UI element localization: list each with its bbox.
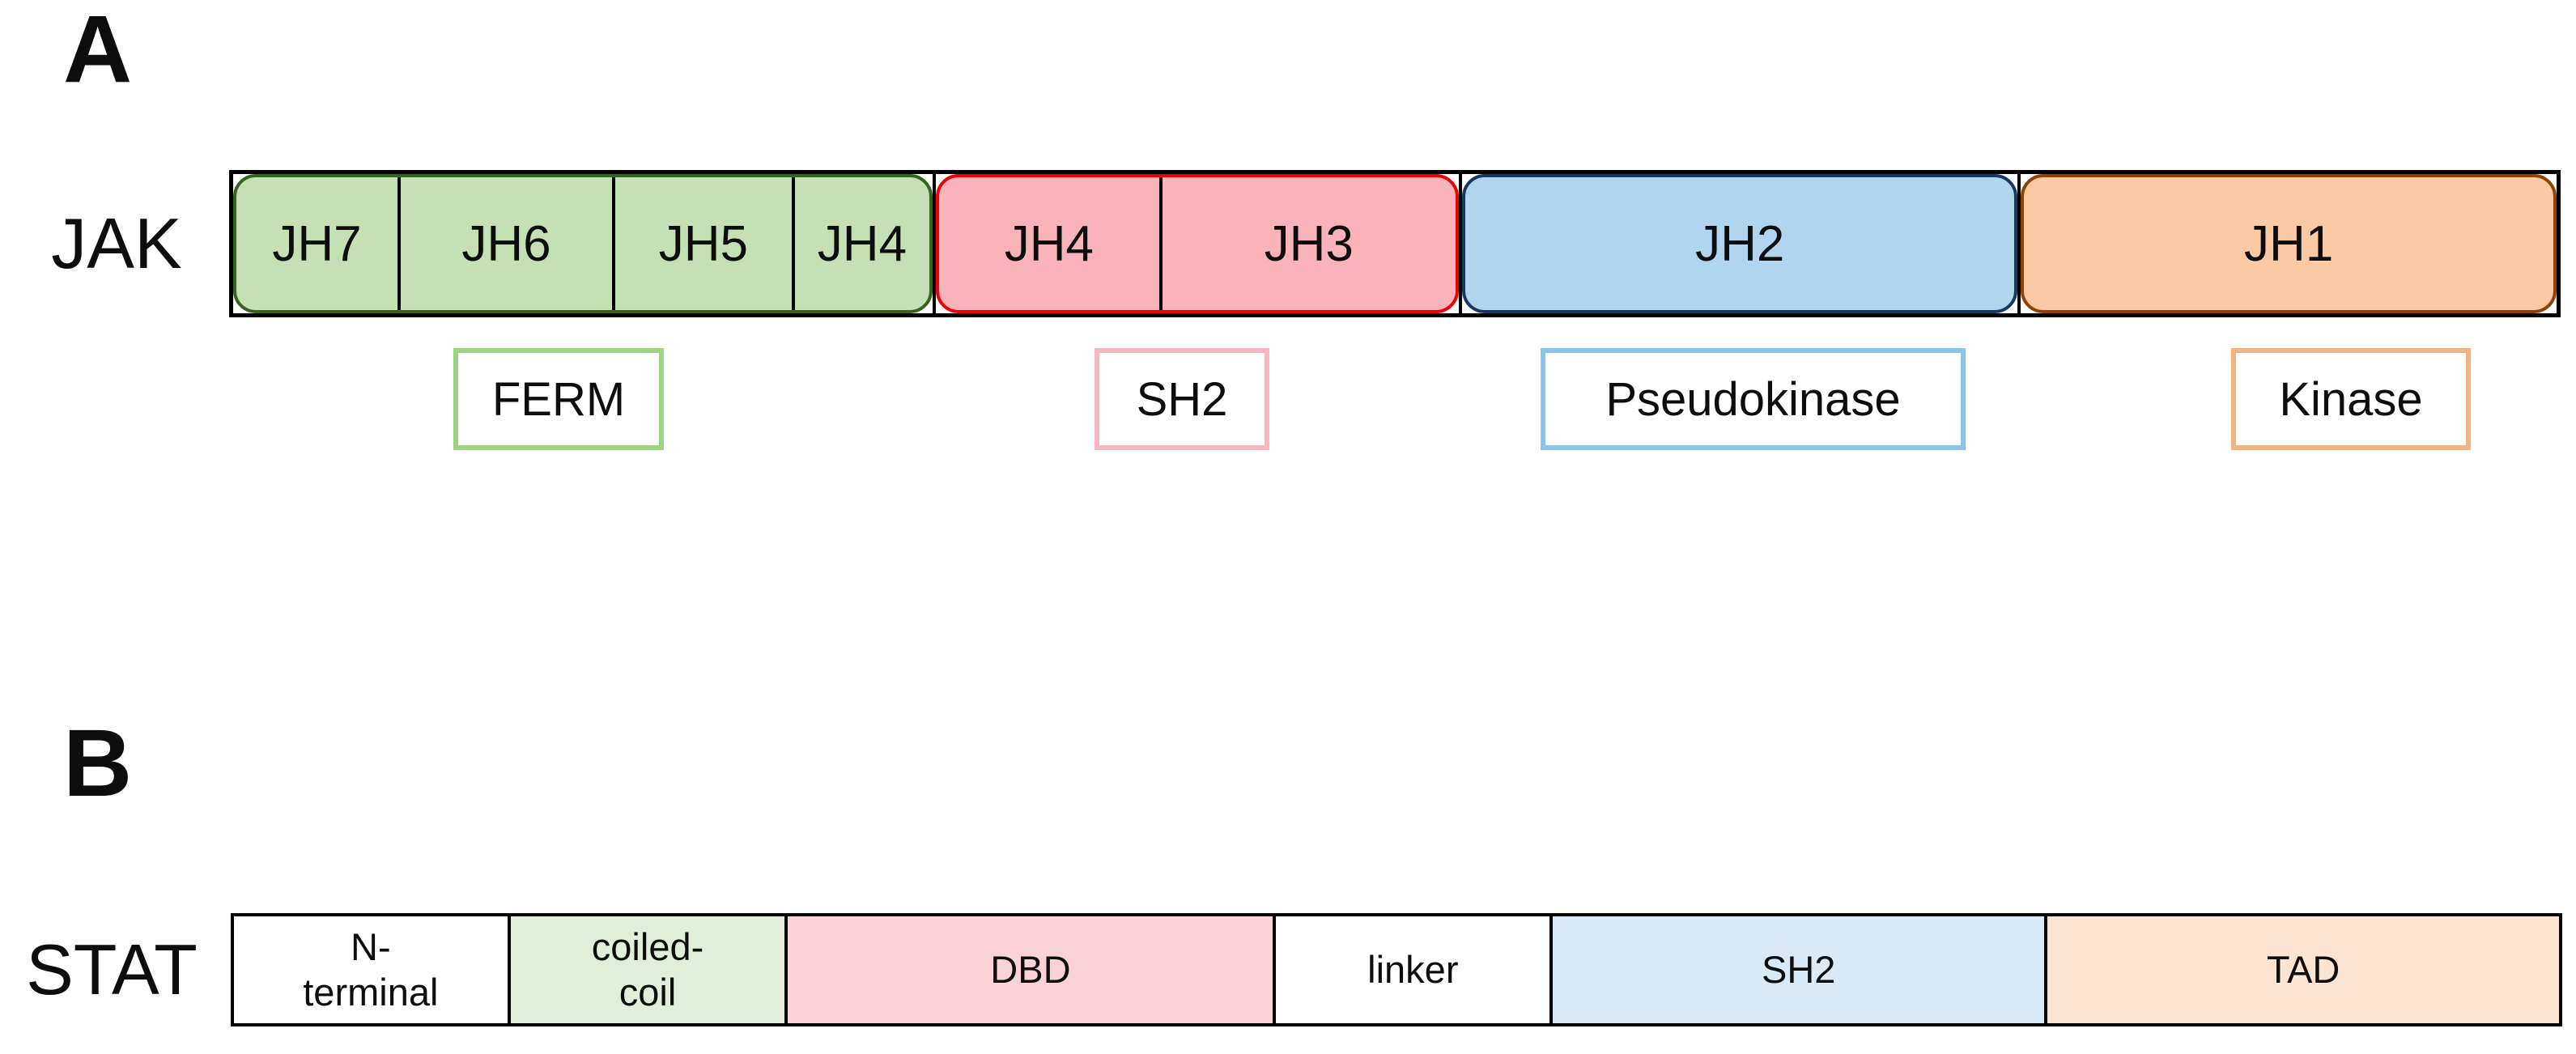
group-divider [1459,174,1463,313]
jak-segment-jh7: JH7 [272,215,362,272]
jak-segment-jh2: JH2 [1695,215,1785,272]
jak-segment-jh1: JH1 [2244,215,2334,272]
stat-segment-label: SH2 [1761,947,1836,991]
segment-divider [612,177,616,310]
stat-segment-label-line1: N- [351,924,391,968]
kinase-domain-label: Kinase [2231,348,2471,450]
stat-segment-label-line2: coil [618,971,677,1014]
jak-segment-jh5: JH5 [658,215,748,272]
stat-segment-dbd: DBD [784,913,1277,1026]
jak-group-ferm: JH7 JH6 JH5 JH4 [233,174,933,313]
stat-segment-label: TAD [2266,947,2340,991]
jak-segment-jh6: JH6 [461,215,551,272]
stat-segment-sh2: SH2 [1549,913,2048,1026]
jak-segment-jh3: JH3 [1264,215,1354,272]
pseudokinase-domain-label: Pseudokinase [1541,348,1966,450]
segment-divider [1158,177,1163,310]
stat-segment-label-line2: terminal [303,971,439,1014]
stat-segment-label-line1: coiled- [591,924,704,968]
jak-protein-label: JAK [51,203,182,283]
jak-group-kinase: JH1 [2021,174,2557,313]
group-divider [2017,174,2021,313]
stat-segment-linker: linker [1273,913,1554,1026]
jak-group-pseudokinase: JH2 [1462,174,2018,313]
stat-segment-tad: TAD [2044,913,2563,1026]
segment-divider [791,177,795,310]
ferm-domain-label: FERM [453,348,664,450]
stat-protein-label: STAT [26,929,198,1009]
jak-segment-jh4-ferm: JH4 [817,215,908,272]
panel-b-label: B [63,710,133,817]
stat-segment-n-terminal: N- terminal [231,913,511,1026]
jak-group-sh2: JH4 JH3 [936,174,1460,313]
jak-segment-jh4-sh2: JH4 [1004,215,1095,272]
stat-segment-label: linker [1367,947,1459,991]
stat-segment-label: DBD [990,947,1071,991]
sh2-domain-label: SH2 [1095,348,1269,450]
jak-domain-bar: JH7 JH6 JH5 JH4 JH4 JH3 JH2 JH1 [229,170,2561,317]
panel-a-label: A [63,0,133,103]
stat-domain-bar: N- terminal coiled- coil DBD linker SH2 … [231,913,2563,1026]
stat-segment-coiled-coil: coiled- coil [507,913,789,1026]
group-divider [933,174,937,313]
segment-divider [397,177,401,310]
